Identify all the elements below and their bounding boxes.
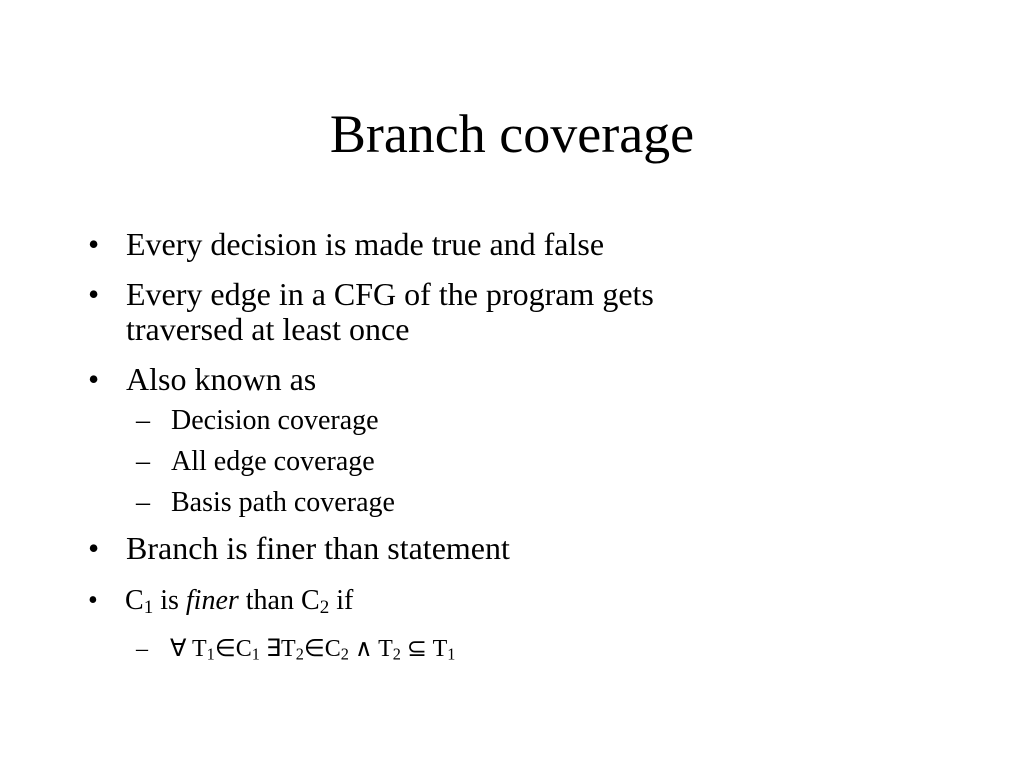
- finer-definition: C1 is finer than C2 if: [125, 585, 353, 617]
- bullet-text: Every decision is made true and false: [126, 226, 605, 262]
- subitem-text: All edge coverage: [171, 446, 375, 477]
- bullet-text: Branch is finer than statement: [126, 530, 510, 566]
- subitem-text: Basis path coverage: [171, 487, 395, 518]
- formula: ∀ T1∈C1 ∃T2∈C2 ∧ T2 ⊆ T1: [170, 635, 455, 663]
- subset-t: ⊆ T: [400, 636, 448, 662]
- and-t: ∧ T: [348, 636, 393, 662]
- t1-second-subscript: 1: [447, 644, 456, 664]
- dash-marker: –: [136, 636, 148, 662]
- c2-subscript: 2: [319, 597, 330, 619]
- in-c-second: ∈C: [303, 636, 341, 662]
- in-c: ∈C: [214, 636, 252, 662]
- c1-subscript: 1: [143, 597, 154, 619]
- subitem-text: Decision coverage: [171, 405, 379, 436]
- c1-symbol: C: [125, 585, 144, 616]
- bullet-marker: •: [88, 585, 98, 616]
- bullet-marker: •: [88, 530, 100, 566]
- t1-subscript: 1: [206, 644, 215, 664]
- bullet-marker: •: [88, 226, 100, 262]
- finer-text: finer: [185, 585, 239, 616]
- t2-second-subscript: 2: [392, 644, 401, 664]
- dash-marker: –: [136, 487, 150, 518]
- bullet-marker: •: [88, 276, 100, 312]
- forall-t: ∀ T: [170, 636, 207, 662]
- c1-subscript: 1: [251, 644, 260, 664]
- dash-marker: –: [136, 446, 150, 477]
- t2-subscript: 2: [295, 644, 304, 664]
- bullet-text: Also known as: [126, 361, 317, 397]
- bullet-continuation-text: traversed at least once: [126, 311, 410, 347]
- if-text: if: [329, 585, 354, 616]
- c2-symbol: C: [301, 585, 320, 616]
- slide-title: Branch coverage: [329, 104, 695, 164]
- bullet-text: Every edge in a CFG of the program gets: [126, 276, 654, 312]
- exists-t: ∃T: [259, 636, 296, 662]
- bullet-marker: •: [88, 361, 100, 397]
- than-text: than: [238, 585, 301, 616]
- is-text: is: [153, 585, 186, 616]
- c2-subscript: 2: [340, 644, 349, 664]
- dash-marker: –: [136, 405, 150, 436]
